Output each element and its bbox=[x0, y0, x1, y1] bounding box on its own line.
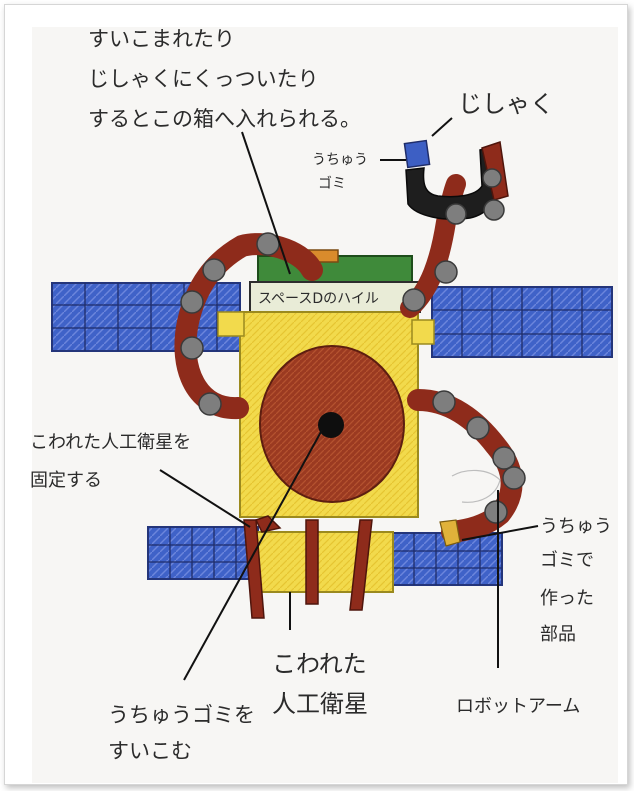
suction-hole-icon bbox=[318, 412, 344, 438]
top-note-line1: すいこまれたり bbox=[88, 27, 235, 51]
parts-label-line3: 作った bbox=[540, 588, 594, 609]
top-note-line2: じしゃくにくっついたり bbox=[88, 67, 319, 91]
broken-satellite-label-line1: こわれた bbox=[272, 650, 367, 678]
broken-satellite bbox=[252, 531, 394, 593]
vacuum-disc bbox=[259, 345, 405, 503]
parts-label-line2: ゴミで bbox=[540, 550, 594, 571]
broken-satellite-label-line2: 人工衛星 bbox=[272, 690, 368, 718]
solar-panel-left-top bbox=[51, 282, 241, 352]
suck-label-line2: すいこむ bbox=[108, 739, 192, 763]
robot-arm-magnet bbox=[400, 139, 509, 318]
fixing-clamps bbox=[243, 515, 373, 619]
space-junk-label-line1: うちゅう bbox=[312, 152, 368, 168]
suck-label-line1: うちゅうゴミを bbox=[108, 703, 255, 727]
box-label: スペースDのハイル bbox=[258, 291, 379, 307]
robot-arm-label: ロボットアーム bbox=[456, 696, 580, 717]
robot-arm-left bbox=[174, 232, 323, 419]
space-junk-icon bbox=[403, 139, 431, 169]
picture-frame bbox=[4, 4, 628, 785]
fix-label-line2: 固定する bbox=[30, 470, 102, 491]
top-note-line3: するとこの箱へ入れられる。 bbox=[88, 107, 361, 131]
collection-box: スペースDのハイル bbox=[249, 249, 421, 313]
parts-label-line4: 部品 bbox=[540, 624, 576, 645]
solar-panel-left-bottom bbox=[147, 526, 259, 580]
fix-label-line1: こわれた人工衛星を bbox=[30, 432, 191, 453]
parts-label-line1: うちゅう bbox=[540, 516, 612, 537]
solar-panel-right-top bbox=[431, 286, 613, 358]
annotation-lines bbox=[159, 117, 539, 681]
magnet-label: じしゃく bbox=[458, 90, 554, 118]
space-junk-label-line2: ゴミ bbox=[318, 175, 346, 192]
robot-arm-lower bbox=[407, 389, 526, 547]
